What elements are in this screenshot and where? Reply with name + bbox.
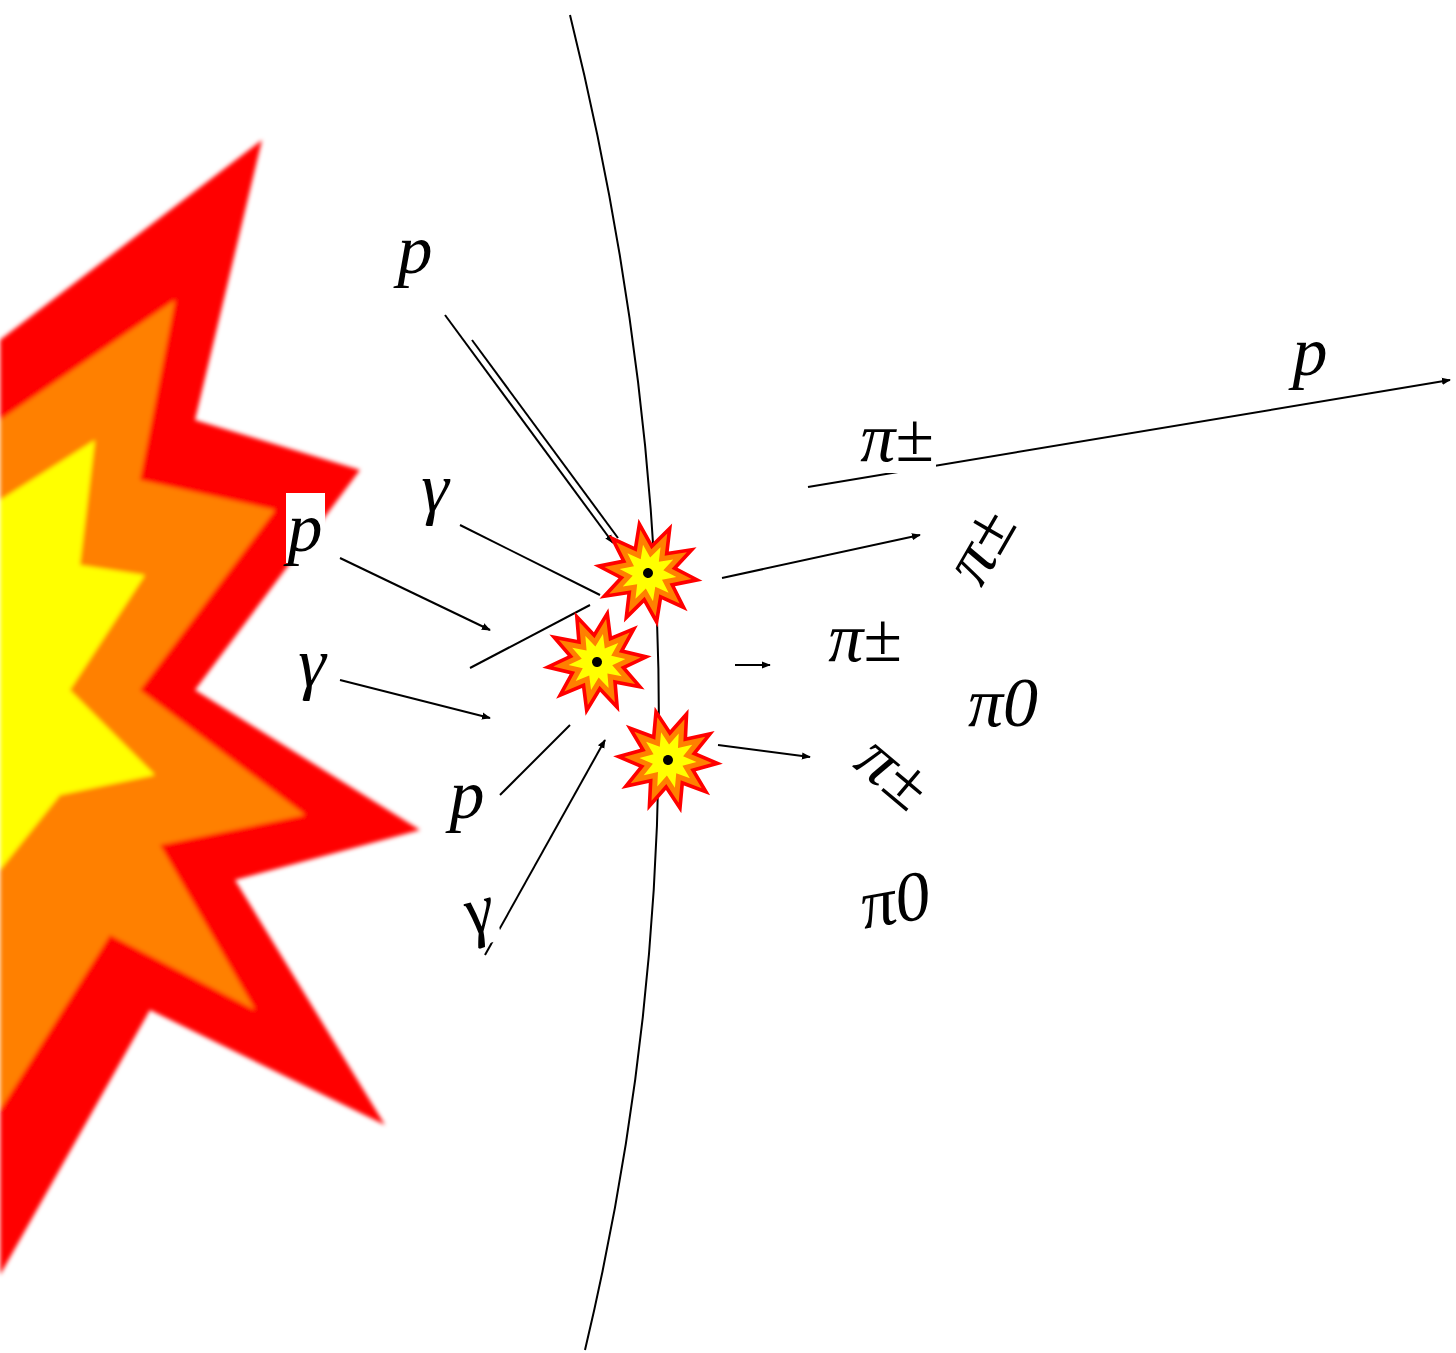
particle-label: γ bbox=[296, 628, 328, 698]
particle-label: p bbox=[1291, 317, 1330, 387]
collision-bursts bbox=[537, 514, 727, 816]
particle-label: γ bbox=[419, 453, 451, 523]
particle-tracks bbox=[340, 315, 1450, 955]
pion-label: π0 bbox=[852, 859, 937, 941]
explosion bbox=[0, 140, 420, 1275]
particle-label: p bbox=[286, 493, 325, 563]
pion-label: π± bbox=[826, 603, 904, 673]
pion-label: π± bbox=[858, 403, 936, 473]
particle-label: γ bbox=[454, 872, 503, 948]
pion-label: π0 bbox=[966, 668, 1040, 738]
particle-label: p bbox=[396, 215, 435, 285]
pion-label: π± bbox=[843, 720, 947, 823]
particle-label: p bbox=[448, 760, 487, 830]
pion-label: π± bbox=[930, 494, 1029, 596]
